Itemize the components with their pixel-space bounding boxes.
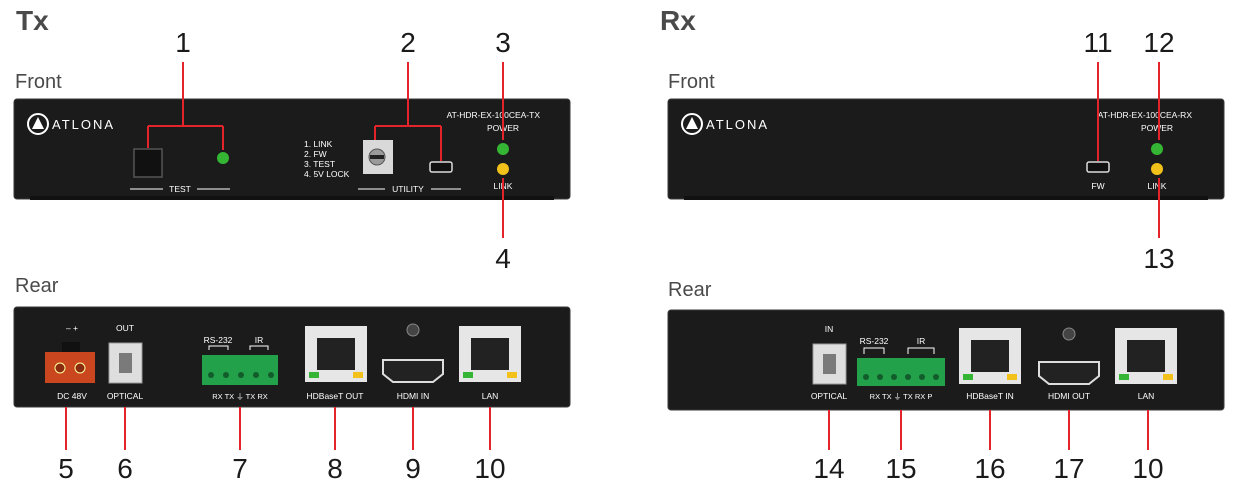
tx-screw: [406, 323, 420, 337]
tx-polarity-label: – +: [66, 323, 78, 333]
tx-mode-2: 2. FW: [304, 149, 327, 159]
rx-pin-labels: RX TX ⏚ TX RX P: [870, 392, 933, 401]
callout-17: 17: [1053, 453, 1084, 484]
callout-10-rx: 10: [1132, 453, 1163, 484]
tx-rear-label: Rear: [15, 275, 59, 297]
tx-utility-label: UTILITY: [392, 184, 424, 194]
tx-rear-callouts: 5 6 7 8 9 10: [58, 407, 506, 484]
rx-front-panel: ATLONA AT-HDR-EX-100CEA-RX POWER LINK FW: [667, 98, 1225, 200]
tx-heading: Tx: [16, 5, 49, 36]
rx-power-label: POWER: [1141, 123, 1173, 133]
rx-screw: [1062, 327, 1076, 341]
rx-link-label: LINK: [1148, 181, 1167, 191]
tx-pin-labels: RX TX ⏚ TX RX: [212, 392, 268, 401]
callout-14: 14: [813, 453, 844, 484]
rx-hdbaset-port[interactable]: [959, 328, 1021, 384]
callout-13: 13: [1143, 243, 1174, 274]
rx-rear-label: Rear: [668, 279, 712, 301]
tx-usb-port[interactable]: [429, 161, 453, 173]
tx-rs232-label: RS-232: [204, 335, 233, 345]
tx-rear-panel: – + DC 48V OUT OPTICAL RS-232 IR RX TX ⏚…: [13, 306, 571, 408]
tx-ir-label: IR: [255, 335, 264, 345]
rx-power-led: [1151, 143, 1163, 155]
rx-rs232-label: RS-232: [860, 336, 889, 346]
callout-7: 7: [232, 453, 248, 484]
callout-1: 1: [175, 27, 191, 58]
tx-lan-label: LAN: [482, 391, 499, 401]
tx-lan-port[interactable]: [459, 326, 521, 382]
rx-hdmi-port[interactable]: [1038, 361, 1100, 385]
callout-12: 12: [1143, 27, 1174, 58]
rx-lan-port[interactable]: [1115, 328, 1177, 384]
tx-model: AT-HDR-EX-100CEA-TX: [447, 110, 541, 120]
tx-hdbaset-port[interactable]: [305, 326, 367, 382]
tx-mode-4: 4. 5V LOCK: [304, 169, 350, 179]
rx-brand: ATLONA: [706, 117, 769, 132]
rx-hdbaset-label: HDBaseT IN: [966, 391, 1014, 401]
rx-rear-callouts: 14 15 16 17 10: [813, 410, 1164, 484]
tx-hdmi-port[interactable]: [382, 359, 444, 383]
rx-optical-label: OPTICAL: [811, 391, 848, 401]
tx-dc-label: DC 48V: [57, 391, 87, 401]
tx-test-button[interactable]: [133, 148, 163, 178]
callout-15: 15: [885, 453, 916, 484]
rx-front-label: Front: [668, 71, 715, 93]
tx-test-led: [217, 152, 229, 164]
rx-heading: Rx: [660, 5, 696, 36]
rx-terminal-block[interactable]: [857, 358, 945, 386]
callout-4: 4: [495, 243, 511, 274]
atlona-logo-icon: [27, 113, 49, 135]
callout-8: 8: [327, 453, 343, 484]
rx-link-led: [1151, 163, 1163, 175]
callout-11: 11: [1083, 27, 1112, 58]
tx-power-connector[interactable]: [45, 342, 95, 383]
tx-terminal-block[interactable]: [202, 355, 278, 385]
rx-optical-in-label: IN: [825, 324, 834, 334]
rx-front-callouts: 11 12 13: [1083, 27, 1174, 274]
tx-power-led: [497, 143, 509, 155]
tx-mode-rotary-switch[interactable]: [363, 140, 393, 174]
callout-5: 5: [58, 453, 74, 484]
tx-front-label: Front: [15, 71, 62, 93]
callout-9: 9: [405, 453, 421, 484]
tx-test-label: TEST: [169, 184, 191, 194]
tx-link-led: [497, 163, 509, 175]
tx-optical-out-label: OUT: [116, 323, 134, 333]
rx-lan-label: LAN: [1138, 391, 1155, 401]
callout-6: 6: [117, 453, 133, 484]
tx-hdmi-label: HDMI IN: [397, 391, 430, 401]
tx-front-callouts: 1 2 3 4: [147, 27, 511, 274]
callout-10-tx: 10: [474, 453, 505, 484]
rx-ir-label: IR: [917, 336, 926, 346]
atlona-logo-icon: [681, 113, 703, 135]
rx-usb-port[interactable]: [1086, 161, 1110, 173]
tx-hdbaset-label: HDBaseT OUT: [307, 391, 364, 401]
tx-optical-port[interactable]: [108, 342, 143, 384]
rx-fw-label: FW: [1091, 181, 1104, 191]
tx-brand: ATLONA: [52, 117, 115, 132]
rx-model: AT-HDR-EX-100CEA-RX: [1098, 110, 1193, 120]
callout-3: 3: [495, 27, 511, 58]
tx-front-panel: ATLONA AT-HDR-EX-100CEA-TX POWER LINK TE…: [13, 98, 571, 200]
tx-mode-1: 1. LINK: [304, 139, 333, 149]
callout-16: 16: [974, 453, 1005, 484]
rx-hdmi-label: HDMI OUT: [1048, 391, 1090, 401]
callout-2: 2: [400, 27, 416, 58]
tx-optical-label: OPTICAL: [107, 391, 144, 401]
rx-rear-panel: IN OPTICAL RS-232 IR RX TX ⏚ TX RX P HDB…: [667, 309, 1225, 411]
tx-mode-3: 3. TEST: [304, 159, 335, 169]
